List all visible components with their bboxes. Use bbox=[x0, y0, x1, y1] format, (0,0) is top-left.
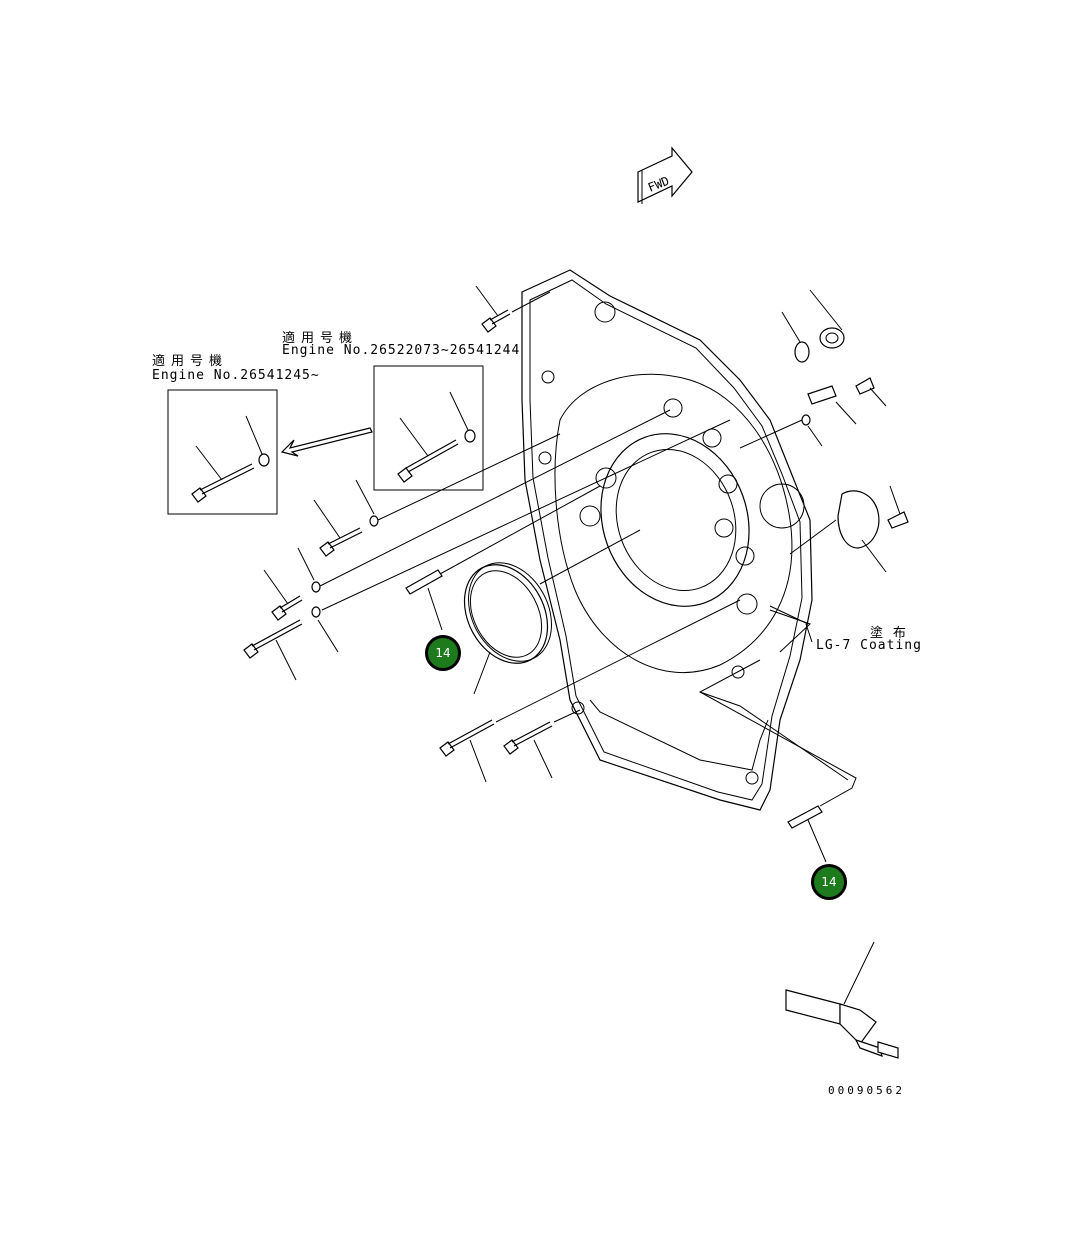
fwd-arrow-icon: FWD bbox=[637, 146, 693, 204]
bolts-left bbox=[243, 285, 731, 681]
callout-14-upper[interactable]: 14 bbox=[425, 635, 461, 671]
fwd-text: FWD bbox=[646, 174, 671, 195]
coating-note-jp: 塗 布 bbox=[870, 626, 907, 641]
oil-seal bbox=[463, 529, 641, 695]
dowel-pin-lower bbox=[698, 659, 857, 863]
note-left-engine-range: Engine No.26541245~ bbox=[152, 368, 320, 383]
dowel-pin-upper bbox=[405, 485, 601, 631]
callout-14-lower[interactable]: 14 bbox=[811, 864, 847, 900]
drawing-number: 00090562 bbox=[828, 1084, 905, 1097]
bolts-lower bbox=[439, 599, 741, 783]
variant-box-left bbox=[167, 389, 278, 515]
bolt-variant-left bbox=[191, 415, 270, 503]
coating-note-en: LG-7 Coating bbox=[816, 638, 922, 653]
variant-arrow-icon bbox=[280, 427, 373, 457]
note-left-jp: 適用号機 bbox=[152, 354, 229, 369]
note-middle-engine-range: Engine No.26522073~26541244 bbox=[282, 343, 521, 358]
flywheel-housing bbox=[521, 269, 813, 811]
parts-right bbox=[739, 289, 909, 653]
note-middle-jp: 適用号機 bbox=[282, 331, 359, 346]
coating-leader bbox=[769, 605, 813, 643]
bolt-variant-middle bbox=[397, 391, 476, 483]
variant-box-middle bbox=[373, 365, 484, 491]
tool-icon bbox=[785, 941, 899, 1059]
